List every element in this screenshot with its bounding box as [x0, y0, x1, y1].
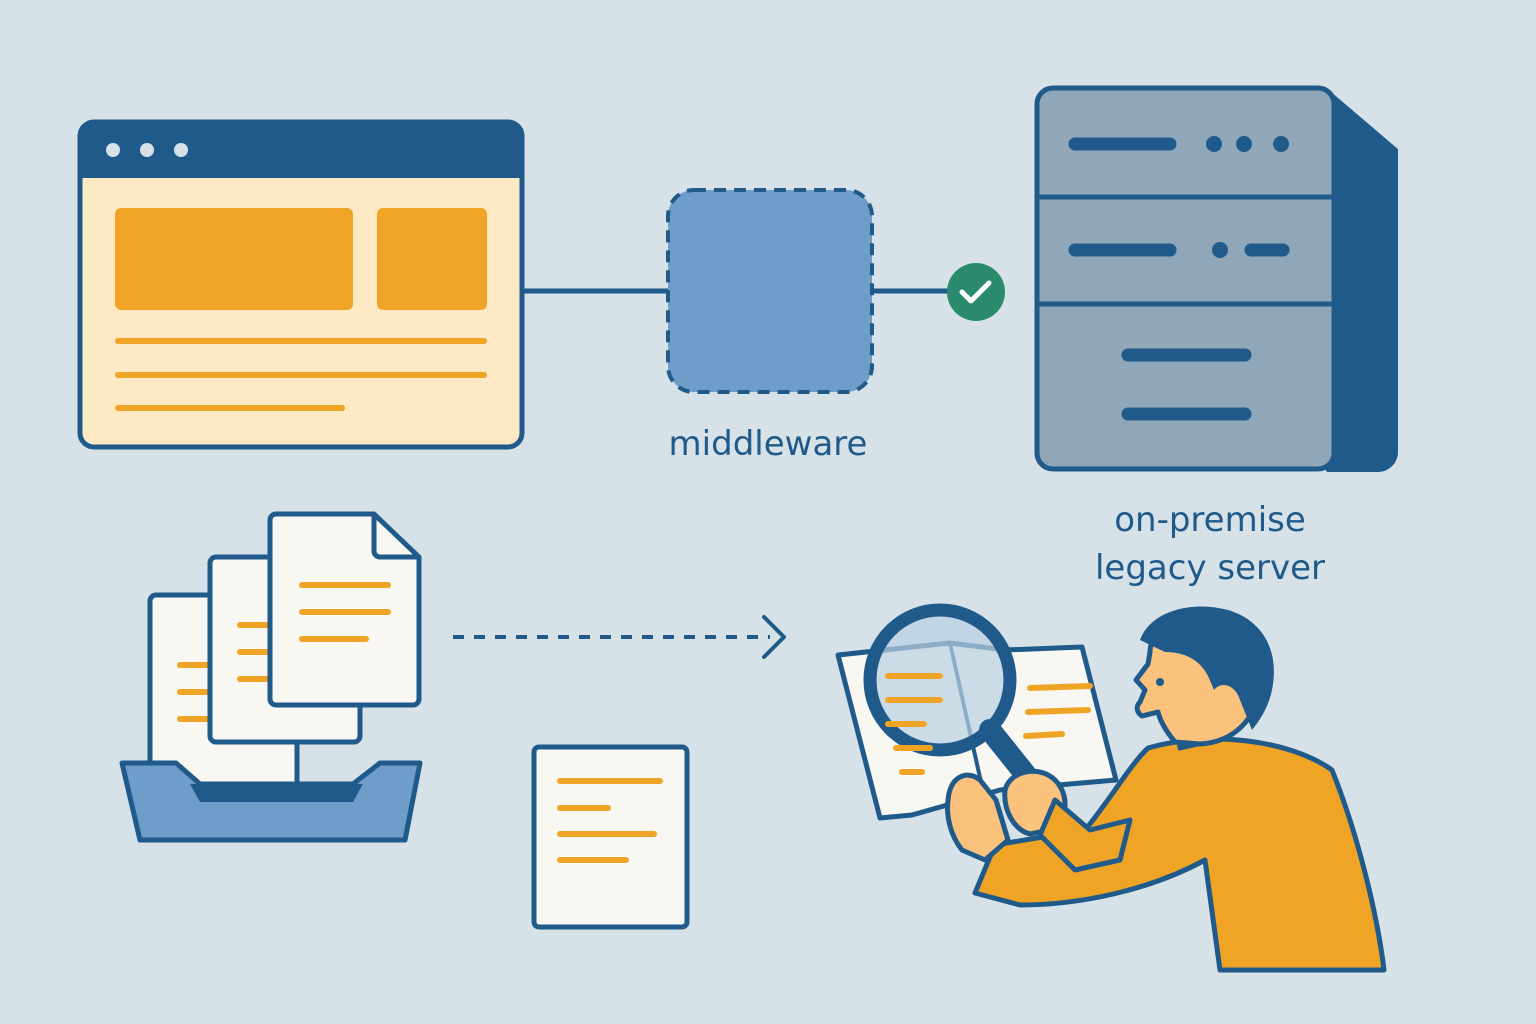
server-tower-icon [1034, 85, 1398, 472]
dashed-arrow-icon [453, 615, 786, 659]
window-dot-icon [106, 143, 120, 157]
server-label-line2: legacy server [1095, 548, 1325, 588]
content-block [377, 208, 487, 310]
document-tray-icon [119, 511, 423, 843]
magnifier-lens [863, 603, 1017, 757]
person-with-magnifier-icon [835, 603, 1387, 973]
middleware-label: middleware [669, 424, 868, 464]
person-left-hand [945, 772, 1011, 863]
document-icon [531, 744, 690, 930]
person-hair [1140, 606, 1274, 730]
browser-window-icon [77, 119, 525, 450]
content-block [115, 208, 353, 310]
person-torso [972, 736, 1387, 973]
server-label-line1: on-premise [1114, 500, 1306, 540]
middleware-box-icon [666, 188, 874, 394]
window-dot-icon [140, 143, 154, 157]
check-circle-icon [947, 263, 1005, 321]
window-dot-icon [174, 143, 188, 157]
